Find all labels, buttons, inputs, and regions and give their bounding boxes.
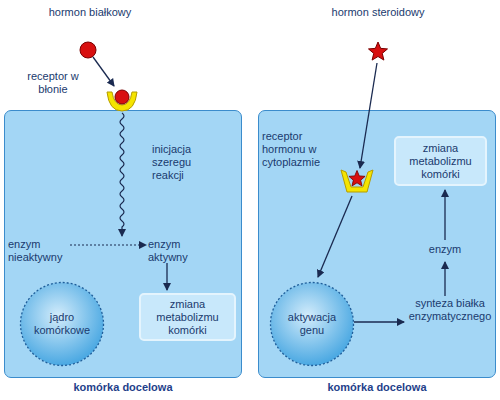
enzyme-arrow <box>444 190 445 240</box>
enzyme-label: enzym aktywny <box>148 238 198 264</box>
hormone-label: hormon białkowy <box>30 6 150 19</box>
effect-arrow <box>166 263 167 290</box>
enzyme-label: enzym nieaktywny <box>8 238 70 264</box>
cell-caption: komórka docelowa <box>259 381 495 393</box>
cell-nucleus: jądro komórkowe <box>19 281 105 367</box>
cell-caption: komórka docelowa <box>5 381 241 393</box>
steroid-hormone <box>368 42 387 60</box>
bound-hormone <box>115 90 129 104</box>
receptor-label: receptor hormonu w cytoplazmie <box>262 130 338 169</box>
nucleus-label: aktywacja genu <box>269 311 355 337</box>
gene-arrow <box>354 321 404 322</box>
effect-box: zmiana metabolizmu komórki <box>139 293 236 341</box>
hormone-label: hormon steroidowy <box>318 6 438 19</box>
effect-box: zmiana metabolizmu komórki <box>394 136 487 186</box>
hormon-arrow <box>93 57 114 86</box>
process-label: synteza białka enzymatycznego <box>404 297 496 323</box>
box-label: zmiana metabolizmu komórki <box>147 298 228 337</box>
enzyme-label: enzym <box>425 243 465 256</box>
cytoplasm-receptor <box>341 170 373 192</box>
box-label: zmiana metabolizmu komórki <box>402 142 479 181</box>
synthesis-arrow <box>444 262 445 296</box>
nucleus-label: jądro komórkowe <box>19 311 105 337</box>
process-label: inicjacja szeregu reakcji <box>152 143 210 182</box>
protein-hormone <box>80 42 96 58</box>
cell-nucleus: aktywacja genu <box>269 281 355 367</box>
receptor-label: receptor w błonie <box>22 70 84 96</box>
